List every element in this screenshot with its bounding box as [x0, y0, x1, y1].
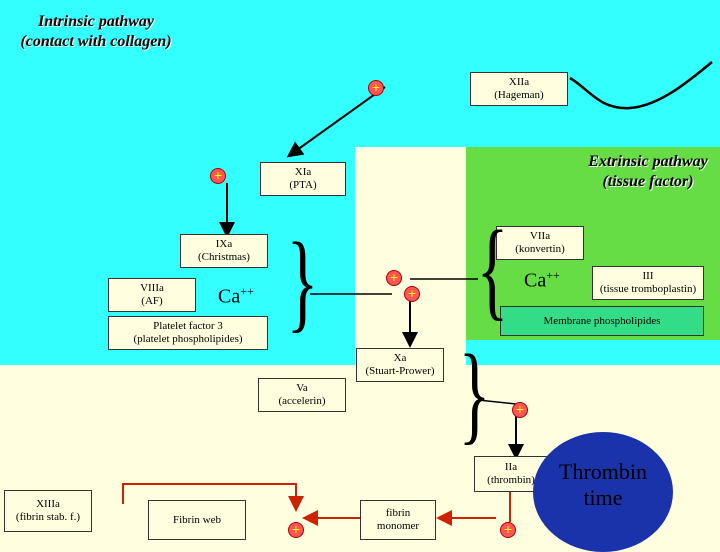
- factor-xia-name: (PTA): [289, 179, 317, 191]
- factor-xiia-label: XIIa: [508, 76, 530, 88]
- factor-iii-label: III: [642, 270, 654, 282]
- platelet-factor-box: Platelet factor 3 (platelet phospholipid…: [108, 316, 268, 350]
- intrinsic-title: Intrinsic pathway (contact with collagen…: [6, 12, 186, 52]
- fibrin-monomer-box: fibrin monomer: [360, 500, 436, 540]
- factor-viia-name: (konvertin): [515, 243, 565, 255]
- factor-iia-name: (thrombin): [487, 474, 535, 486]
- plus-activation-xi: +: [210, 168, 226, 184]
- brace-extrinsic: {: [476, 208, 509, 330]
- fibrin-monomer-label2: monomer: [376, 520, 420, 532]
- factor-xiiia-name: (fibrin stab. f.): [15, 511, 81, 523]
- factor-xia-label: XIa: [294, 166, 312, 178]
- connector-lines: [122, 61, 713, 526]
- factor-viiia-name: (AF): [141, 295, 163, 307]
- fibrin-web-label: Fibrin web: [173, 513, 221, 526]
- intrinsic-title-line1: Intrinsic pathway: [37, 13, 155, 30]
- fibrin-web-box: Fibrin web: [148, 500, 246, 540]
- factor-viia-label: VIIa: [529, 230, 551, 242]
- calcium-label-intrinsic: Ca++: [218, 284, 254, 308]
- factor-xa-box: Xa (Stuart-Prower): [356, 348, 444, 382]
- plus-thrombin: +: [500, 522, 516, 538]
- factor-viiia-label: VIIIa: [140, 282, 164, 294]
- calcium-label-extrinsic: Ca++: [524, 268, 560, 292]
- fibrin-monomer-label1: fibrin: [385, 507, 411, 519]
- factor-viiia-box: VIIIa (AF): [108, 278, 196, 312]
- factor-va-name: (accelerin): [278, 395, 326, 407]
- extrinsic-title-line2: (tissue factor): [602, 173, 694, 190]
- intrinsic-title-line2: (contact with collagen): [20, 33, 172, 50]
- factor-viia-box: VIIa (konvertin): [496, 226, 584, 260]
- thrombin-time-line2: time: [583, 485, 623, 510]
- extrinsic-title-line1: Extrinsic pathway: [588, 153, 708, 170]
- extrinsic-title: Extrinsic pathway (tissue factor): [576, 152, 720, 192]
- line-prothrombinase: [477, 399, 517, 405]
- plus-tenase-extrinsic: +: [386, 270, 402, 286]
- factor-xiiia-label: XIIIa: [36, 498, 60, 510]
- platelet-factor-name: (platelet phospholipides): [133, 333, 243, 345]
- plus-activation-xii: +: [368, 80, 384, 96]
- plus-tenase-intrinsic: +: [404, 286, 420, 302]
- brace-prothrombinase: }: [458, 332, 491, 454]
- thrombin-time-circle: Thrombin time: [533, 432, 673, 552]
- factor-xiia-box: XIIa (Hageman): [470, 72, 568, 106]
- factor-ixa-label: IXa: [215, 238, 233, 250]
- factor-iii-box: III (tissue tromboplastin): [592, 266, 704, 300]
- plus-prothrombinase: +: [512, 402, 528, 418]
- factor-xiia-name: (Hageman): [494, 89, 544, 101]
- factor-xia-box: XIa (PTA): [260, 162, 346, 196]
- collagen-curve: [569, 61, 713, 110]
- factor-va-box: Va (accelerin): [258, 378, 346, 412]
- platelet-factor-label: Platelet factor 3: [153, 320, 223, 332]
- factor-xiiia-box: XIIIa (fibrin stab. f.): [4, 490, 92, 532]
- factor-iii-name: (tissue tromboplastin): [599, 283, 697, 295]
- thrombin-time-line1: Thrombin: [559, 459, 647, 484]
- brace-intrinsic: }: [286, 220, 319, 342]
- membrane-phospholipides-box: Membrane phospholipides: [500, 306, 704, 336]
- membrane-phospholipides-label: Membrane phospholipides: [543, 314, 661, 327]
- plus-fibrin-web: +: [288, 522, 304, 538]
- factor-ixa-box: IXa (Christmas): [180, 234, 268, 268]
- factor-xa-name: (Stuart-Prower): [365, 365, 435, 377]
- factor-xa-label: Xa: [393, 352, 407, 364]
- factor-va-label: Va: [296, 382, 308, 394]
- arrow-xiia-xia: [286, 86, 386, 158]
- factor-ixa-name: (Christmas): [198, 251, 250, 263]
- factor-iia-label: IIa: [504, 461, 518, 473]
- arrow-xiiia-fibrin-web: [122, 483, 304, 512]
